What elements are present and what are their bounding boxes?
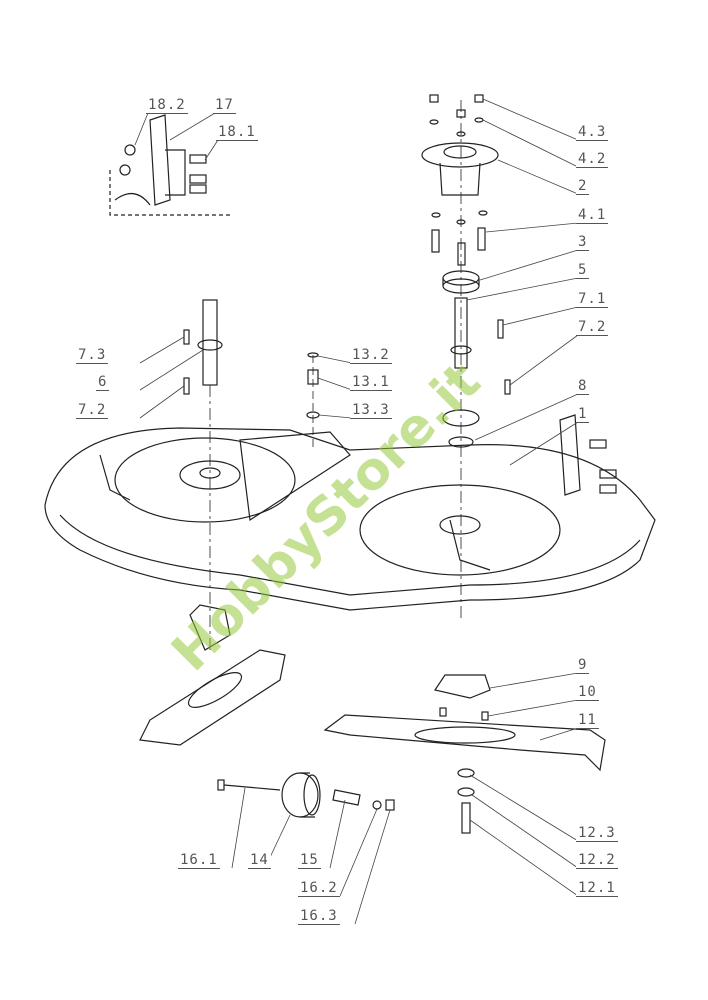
label-13-2: 13.2: [350, 347, 392, 364]
leader-lines: [134, 98, 579, 925]
gauge-wheel: [217, 772, 395, 818]
label-7-2-right: 7.2: [576, 319, 609, 336]
label-6: 6: [96, 374, 110, 391]
label-15: 15: [298, 852, 321, 869]
label-18-2: 18.2: [146, 97, 188, 114]
label-4-2: 4.2: [576, 151, 609, 168]
label-12-1: 12.1: [576, 880, 618, 897]
label-3: 3: [576, 234, 590, 251]
label-7-2-left: 7.2: [76, 402, 109, 419]
grease-fitting: [306, 352, 320, 450]
label-4-1: 4.1: [576, 207, 609, 224]
label-5: 5: [576, 262, 590, 279]
label-7-3: 7.3: [76, 347, 109, 364]
left-blade: [139, 604, 286, 746]
label-16-2: 16.2: [298, 880, 340, 897]
label-13-1: 13.1: [350, 374, 392, 391]
mower-deck: [44, 414, 656, 611]
right-blade: [323, 674, 606, 834]
label-7-1: 7.1: [576, 291, 609, 308]
label-4-3: 4.3: [576, 124, 609, 141]
right-spindle-stack: [421, 94, 511, 620]
label-11: 11: [576, 712, 599, 729]
label-1: 1: [576, 406, 590, 423]
inset-detail: [109, 114, 230, 216]
label-18-1: 18.1: [216, 124, 258, 141]
label-13-3: 13.3: [350, 402, 392, 419]
label-17: 17: [213, 97, 236, 114]
label-16-3: 16.3: [298, 908, 340, 925]
label-16-1: 16.1: [178, 852, 220, 869]
label-8: 8: [576, 378, 590, 395]
label-12-3: 12.3: [576, 825, 618, 842]
label-14: 14: [248, 852, 271, 869]
label-10: 10: [576, 684, 599, 701]
label-2: 2: [576, 178, 590, 195]
label-12-2: 12.2: [576, 852, 618, 869]
label-9: 9: [576, 657, 590, 674]
